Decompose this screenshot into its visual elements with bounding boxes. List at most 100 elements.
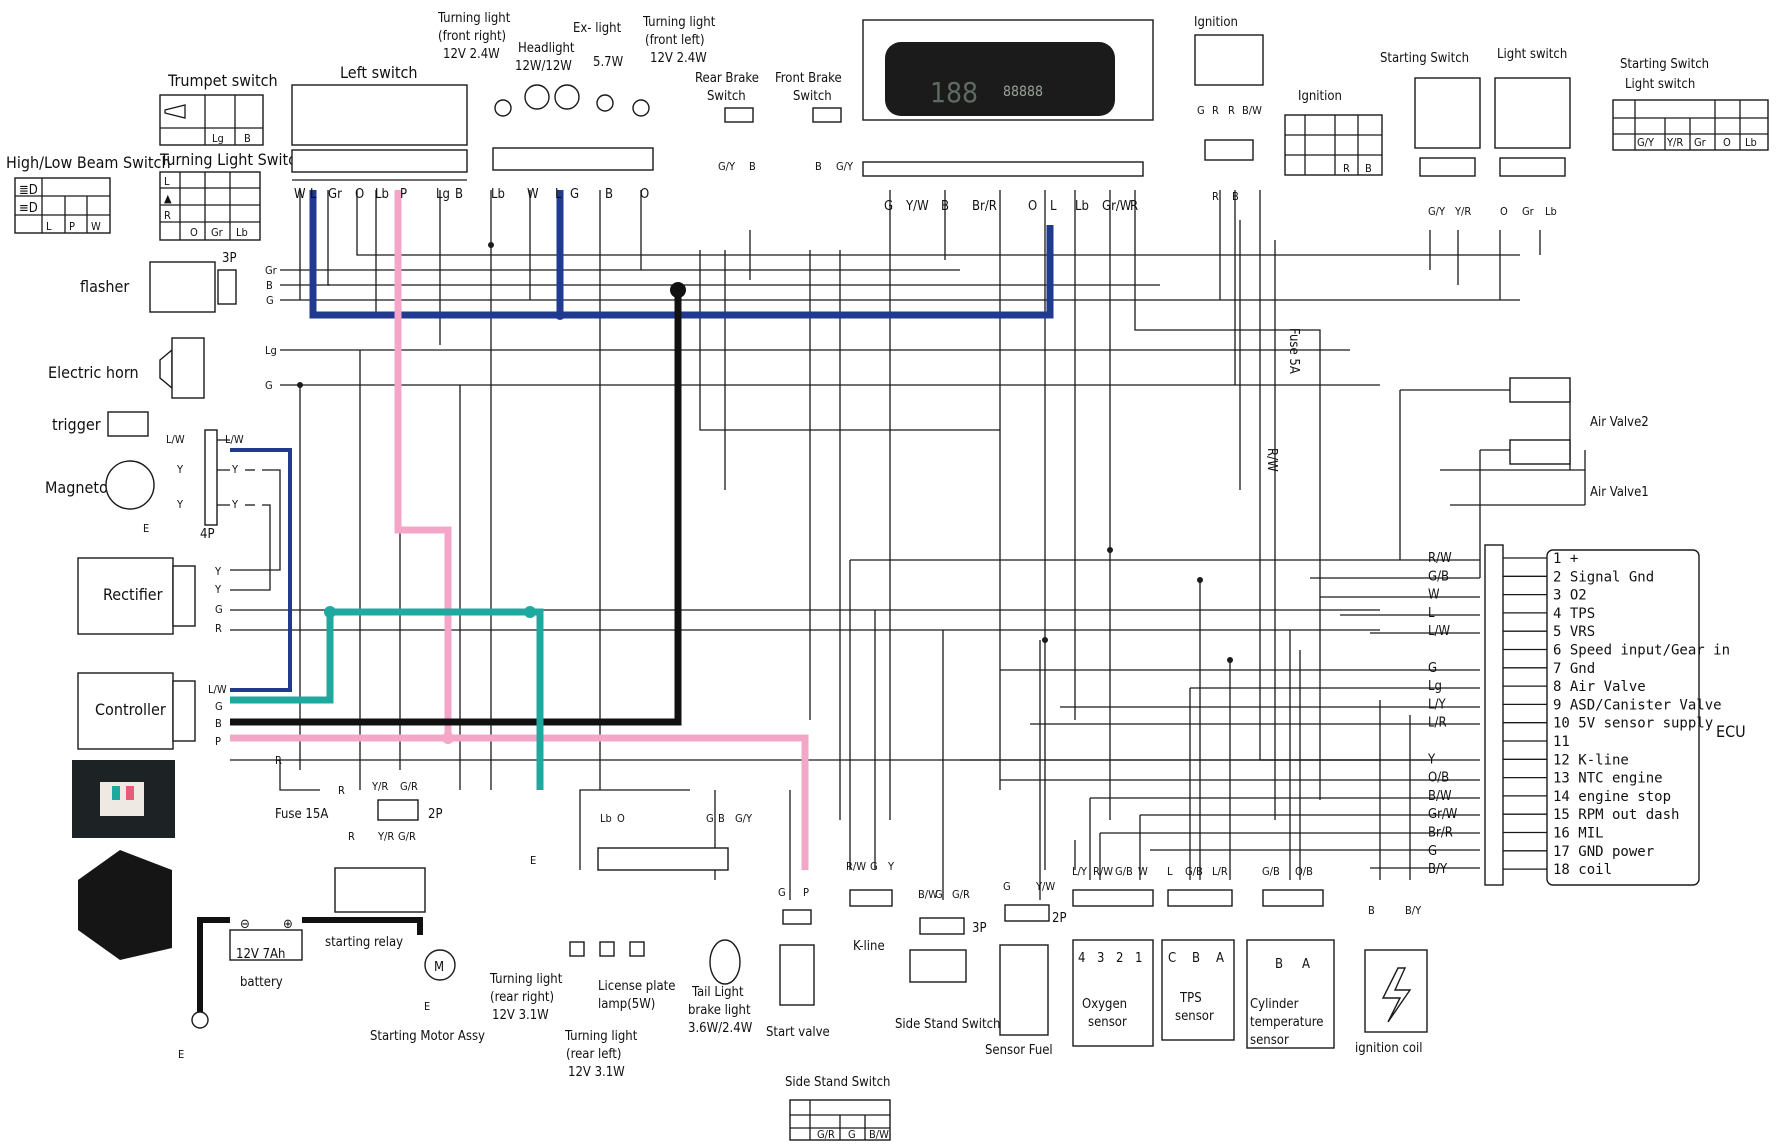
thin-wire-network bbox=[205, 190, 1586, 900]
svg-text:Gr/W: Gr/W bbox=[1102, 199, 1132, 214]
svg-text:G: G bbox=[266, 294, 274, 307]
svg-text:Y: Y bbox=[176, 498, 184, 511]
svg-text:G/Y: G/Y bbox=[1428, 205, 1446, 218]
svg-text:M: M bbox=[434, 960, 444, 975]
svg-text:L/R: L/R bbox=[1212, 865, 1228, 878]
svg-text:B: B bbox=[215, 717, 222, 730]
svg-text:B: B bbox=[941, 199, 949, 214]
fuse-5a: Fuse 5A R/W bbox=[1264, 328, 1301, 472]
sensor-fuel: 2P Sensor Fuel G Y/W bbox=[985, 880, 1067, 1058]
blue-wire-3 bbox=[230, 448, 292, 692]
svg-text:O/B: O/B bbox=[1295, 865, 1313, 878]
magneto: trigger Magneto E 4P L/W Y Y L/W Y Y bbox=[45, 411, 244, 542]
svg-text:G/R: G/R bbox=[398, 830, 416, 843]
ecu-pin-wire: G/B bbox=[1428, 569, 1449, 584]
svg-text:G: G bbox=[1197, 104, 1205, 117]
svg-text:ignition coil: ignition coil bbox=[1355, 1041, 1423, 1056]
svg-text:Ignition: Ignition bbox=[1298, 89, 1342, 104]
svg-text:Side Stand Switch: Side Stand Switch bbox=[895, 1017, 1000, 1032]
svg-text:1: 1 bbox=[1135, 951, 1142, 966]
ecu-pin-label: 13 NTC engine bbox=[1553, 771, 1663, 787]
ecu-pin-wire: L bbox=[1428, 606, 1435, 621]
k-line: K-line R/W G Y bbox=[846, 860, 895, 954]
svg-text:lamp(5W): lamp(5W) bbox=[598, 997, 655, 1012]
svg-text:R/W: R/W bbox=[1093, 865, 1113, 878]
rectifier: Rectifier Y Y G R bbox=[77, 557, 223, 635]
svg-text:L/W: L/W bbox=[166, 433, 185, 446]
svg-text:Gr: Gr bbox=[1522, 205, 1535, 218]
svg-text:Y: Y bbox=[214, 565, 222, 578]
svg-text:Gr: Gr bbox=[1694, 136, 1707, 149]
dashboard-wire-labels: G Y/W B Br/R O L Lb Gr/W R bbox=[884, 199, 1138, 214]
svg-text:E: E bbox=[178, 1048, 184, 1061]
ecu-pin-label: 5 VRS bbox=[1553, 624, 1595, 640]
svg-text:Light switch: Light switch bbox=[1625, 77, 1695, 92]
svg-text:G: G bbox=[848, 1128, 856, 1141]
svg-text:B: B bbox=[1275, 957, 1283, 972]
svg-text:R: R bbox=[1343, 162, 1350, 175]
svg-text:O: O bbox=[355, 187, 364, 202]
svg-text:(front right): (front right) bbox=[438, 29, 506, 44]
svg-text:Tail Light: Tail Light bbox=[691, 985, 744, 1000]
ecu-pin-label: 9 ASD/Canister Valve bbox=[1553, 697, 1722, 713]
svg-text:4P: 4P bbox=[200, 527, 215, 542]
svg-text:L/W: L/W bbox=[208, 683, 227, 696]
svg-text:Sensor Fuel: Sensor Fuel bbox=[985, 1043, 1053, 1058]
svg-text:Electric horn: Electric horn bbox=[48, 363, 139, 382]
svg-text:P: P bbox=[400, 187, 407, 202]
svg-text:B: B bbox=[605, 187, 613, 202]
svg-text:L: L bbox=[164, 175, 170, 188]
svg-text:R: R bbox=[1212, 190, 1219, 203]
svg-text:Gr: Gr bbox=[211, 226, 224, 239]
svg-text:12V 2.4W: 12V 2.4W bbox=[650, 51, 707, 66]
svg-text:Controller: Controller bbox=[95, 700, 166, 719]
svg-text:B: B bbox=[749, 160, 756, 173]
front-lights-wire-labels: Lb W L G B O bbox=[491, 187, 649, 202]
svg-text:TPS: TPS bbox=[1179, 991, 1202, 1006]
svg-text:Y: Y bbox=[887, 860, 895, 873]
svg-text:12V 2.4W: 12V 2.4W bbox=[443, 47, 500, 62]
svg-text:L/W: L/W bbox=[225, 433, 244, 446]
ecu-pin-wire: L/W bbox=[1428, 624, 1450, 639]
svg-text:G/B: G/B bbox=[1262, 865, 1280, 878]
svg-text:Oxygen: Oxygen bbox=[1082, 997, 1127, 1012]
ecu-pin-wire: B/Y bbox=[1428, 862, 1448, 877]
svg-text:G/B: G/B bbox=[1185, 865, 1203, 878]
rear-brake-switch: Rear Brake Switch G/Y B bbox=[695, 71, 759, 173]
svg-text:High/Low Beam Switch: High/Low Beam Switch bbox=[6, 153, 171, 172]
svg-text:R: R bbox=[348, 830, 355, 843]
svg-text:ECU: ECU bbox=[1716, 722, 1746, 741]
svg-text:sensor: sensor bbox=[1088, 1015, 1127, 1030]
svg-text:Y/W: Y/W bbox=[905, 199, 929, 214]
svg-text:3P: 3P bbox=[222, 251, 237, 266]
ecu-pin-label: 16 MIL bbox=[1553, 826, 1604, 842]
svg-text:Y/R: Y/R bbox=[1666, 136, 1683, 149]
svg-text:Lg: Lg bbox=[212, 132, 224, 145]
ecu-pin-wire: L/Y bbox=[1428, 697, 1446, 712]
ecu-pin-wire: G bbox=[1428, 844, 1437, 859]
ecu-pin-wire: Gr/W bbox=[1428, 807, 1458, 822]
flasher: flasher 3P Gr B G bbox=[80, 251, 278, 313]
svg-text:B/Y: B/Y bbox=[1405, 904, 1422, 917]
svg-text:E: E bbox=[424, 1000, 430, 1013]
front-lights: Turning light (front right) 12V 2.4W Hea… bbox=[437, 11, 716, 202]
svg-text:R/W: R/W bbox=[846, 860, 866, 873]
svg-text:Light switch: Light switch bbox=[1497, 47, 1567, 62]
ecu-pin-label: 4 TPS bbox=[1553, 606, 1595, 622]
svg-text:flasher: flasher bbox=[80, 277, 129, 296]
svg-text:Switch: Switch bbox=[707, 89, 746, 104]
svg-text:G/Y: G/Y bbox=[735, 812, 753, 825]
ecu-pin-label: 12 K-line bbox=[1553, 752, 1629, 768]
svg-text:R: R bbox=[338, 784, 345, 797]
svg-text:Starting Switch: Starting Switch bbox=[1380, 51, 1469, 66]
svg-text:⊖: ⊖ bbox=[240, 917, 250, 932]
svg-text:P: P bbox=[803, 886, 809, 899]
svg-text:Side Stand Switch: Side Stand Switch bbox=[785, 1075, 890, 1090]
svg-text:B: B bbox=[455, 187, 463, 202]
svg-text:W: W bbox=[527, 187, 539, 202]
svg-text:L/Y: L/Y bbox=[1072, 865, 1088, 878]
svg-text:88888: 88888 bbox=[1003, 84, 1043, 100]
left-switch-wire-labels: W L Gr O Lb P Lg B bbox=[294, 187, 463, 202]
